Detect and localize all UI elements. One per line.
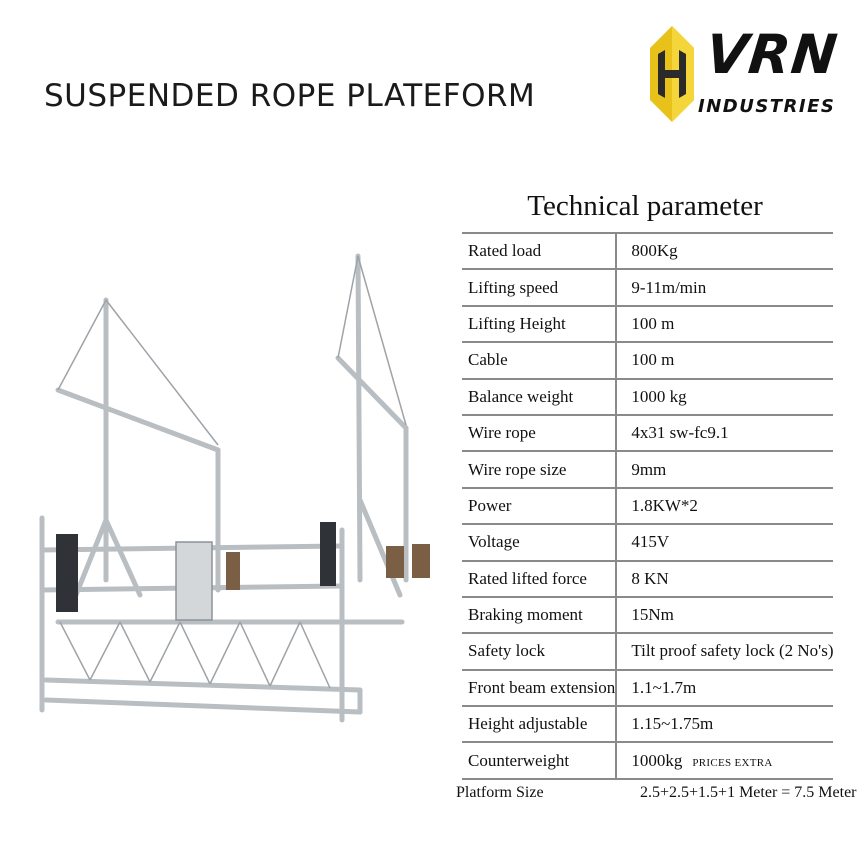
spec-key: Front beam extension bbox=[462, 669, 618, 708]
spec-key: Power bbox=[462, 487, 618, 526]
spec-key: Safety lock bbox=[462, 633, 618, 671]
price-note: PRICES EXTRA bbox=[692, 756, 773, 769]
platform-size-label: Platform Size bbox=[456, 784, 544, 801]
spec-value: 1.8KW*2 bbox=[616, 487, 834, 526]
spec-value: 1000kg bbox=[631, 750, 683, 770]
platform-size-value: 2.5+2.5+1.5+1 Meter = 7.5 Meter bbox=[640, 784, 857, 801]
spec-value: 15Nm bbox=[616, 596, 834, 635]
spec-key: Lifting speed bbox=[462, 269, 618, 307]
spec-value: 8 KN bbox=[616, 560, 834, 598]
company-logo: VRN INDUSTRIES bbox=[650, 23, 841, 126]
spec-value-cell: 1000kg PRICES EXTRA bbox=[616, 742, 834, 780]
page-title: SUSPENDED ROPE PLATEFORM bbox=[44, 78, 536, 114]
spec-title: Technical parameter bbox=[527, 190, 763, 222]
spec-value: 100 m bbox=[616, 342, 834, 380]
spec-key: Wire rope size bbox=[462, 451, 618, 489]
spec-value: Tilt proof safety lock (2 No's) bbox=[616, 633, 834, 671]
spec-value: 100 m bbox=[616, 305, 834, 344]
spec-key: Height adjustable bbox=[462, 706, 618, 744]
spec-key: Counterweight bbox=[462, 742, 618, 780]
spec-key: Balance weight bbox=[462, 378, 618, 416]
spec-value: 9mm bbox=[616, 451, 834, 489]
logo-diamond-icon bbox=[650, 26, 694, 122]
logo-subtitle: INDUSTRIES bbox=[698, 96, 836, 117]
table-row: Counterweight 1000kg PRICES EXTRA bbox=[462, 742, 834, 780]
spec-key: Cable bbox=[462, 342, 618, 380]
spec-key: Voltage bbox=[462, 524, 618, 562]
spec-value: 800Kg bbox=[616, 231, 834, 271]
spec-key: Rated lifted force bbox=[462, 560, 618, 598]
spec-value: 415V bbox=[616, 524, 834, 562]
platform-photo bbox=[39, 253, 430, 723]
spec-key: Rated load bbox=[462, 231, 618, 271]
spec-key: Lifting Height bbox=[462, 305, 618, 344]
spec-value: 4x31 sw-fc9.1 bbox=[616, 414, 834, 453]
spec-value: 1.1~1.7m bbox=[616, 669, 834, 708]
spec-value: 1000 kg bbox=[616, 378, 834, 416]
spec-key: Braking moment bbox=[462, 596, 618, 635]
spec-key: Wire rope bbox=[462, 414, 618, 453]
spec-value: 1.15~1.75m bbox=[616, 706, 834, 744]
spec-value: 9-11m/min bbox=[616, 269, 834, 307]
logo-name: VRN bbox=[702, 23, 841, 86]
